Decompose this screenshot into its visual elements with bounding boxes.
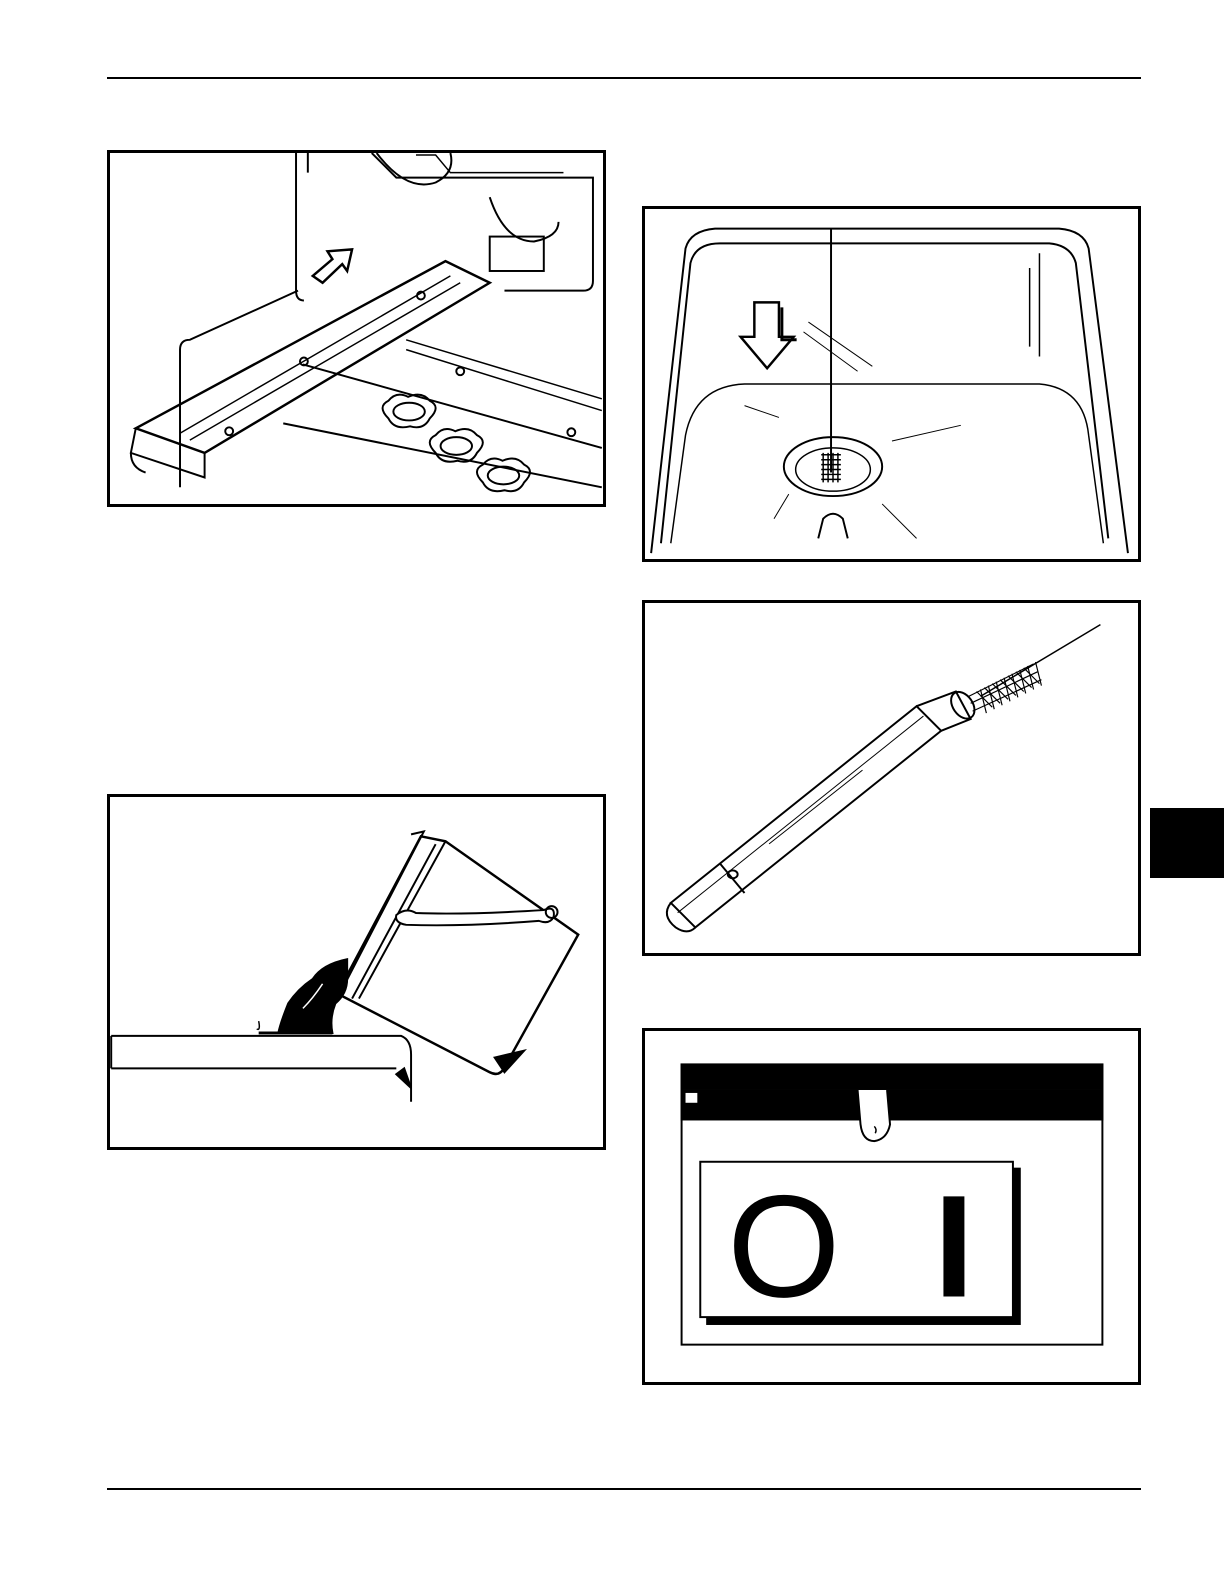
drip-tray-figure [107, 150, 606, 507]
drain-cleaning-brush-illustration [645, 209, 1138, 559]
bucket-pouring-illustration [110, 797, 603, 1147]
drain-brush-figure [642, 206, 1141, 562]
drip-tray-illustration [110, 153, 603, 504]
section-tab [1150, 808, 1224, 878]
power-switch-figure: O I [642, 1028, 1141, 1385]
bucket-pour-figure [107, 794, 606, 1150]
power-switch-illustration: O I [645, 1031, 1138, 1382]
brush-tube-figure [642, 600, 1141, 956]
switch-on-label: I [934, 1164, 974, 1327]
footer-rule [107, 1488, 1141, 1490]
tube-and-brush-illustration [645, 603, 1138, 953]
header-rule [107, 77, 1141, 79]
switch-off-label: O [727, 1164, 840, 1327]
